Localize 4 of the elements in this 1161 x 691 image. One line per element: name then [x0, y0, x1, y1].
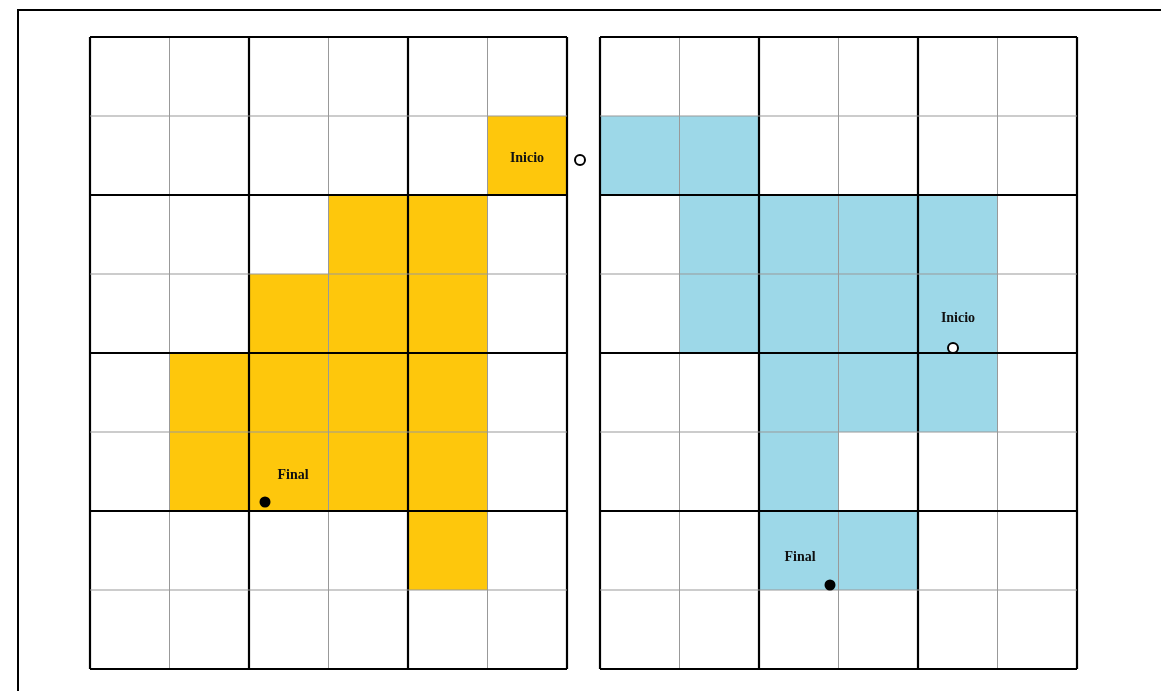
- start-label: Inicio: [509, 150, 545, 166]
- end-label: Final: [784, 549, 816, 565]
- end-label: Final: [277, 467, 309, 483]
- start-label: Inicio: [940, 310, 976, 326]
